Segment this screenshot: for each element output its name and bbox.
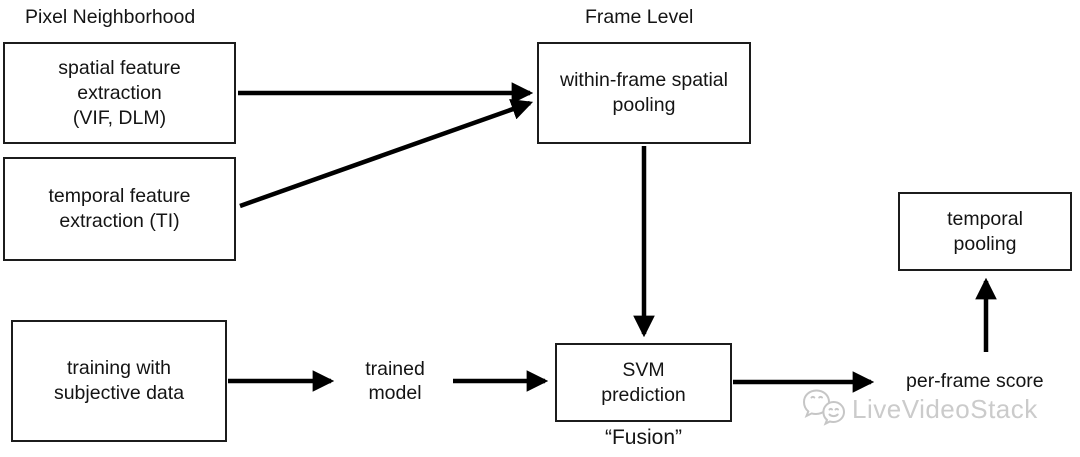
frame-level-label: Frame Level	[585, 6, 694, 28]
spatial-feature-extraction-box: spatial feature extraction (VIF, DLM)	[3, 42, 236, 144]
trained-model-label: trained model	[365, 358, 425, 404]
svm-prediction-box: SVM prediction	[555, 343, 732, 422]
watermark: LiveVideoStack	[802, 389, 1038, 429]
chat-bubbles-icon	[802, 389, 846, 426]
fusion-label: “Fusion”	[604, 426, 683, 449]
training-subjective-data-box: training with subjective data	[11, 320, 227, 442]
arrow-temporal-to-pooling	[239, 98, 534, 209]
per-frame-score-label: per-frame score	[906, 370, 1044, 392]
watermark-text: LiveVideoStack	[852, 393, 1038, 424]
temporal-feature-extraction-box: temporal feature extraction (TI)	[3, 157, 236, 261]
within-frame-spatial-pooling-box: within-frame spatial pooling	[537, 42, 751, 144]
pixel-neighborhood-label: Pixel Neighborhood	[25, 6, 196, 28]
temporal-pooling-box: temporal pooling	[898, 192, 1072, 271]
